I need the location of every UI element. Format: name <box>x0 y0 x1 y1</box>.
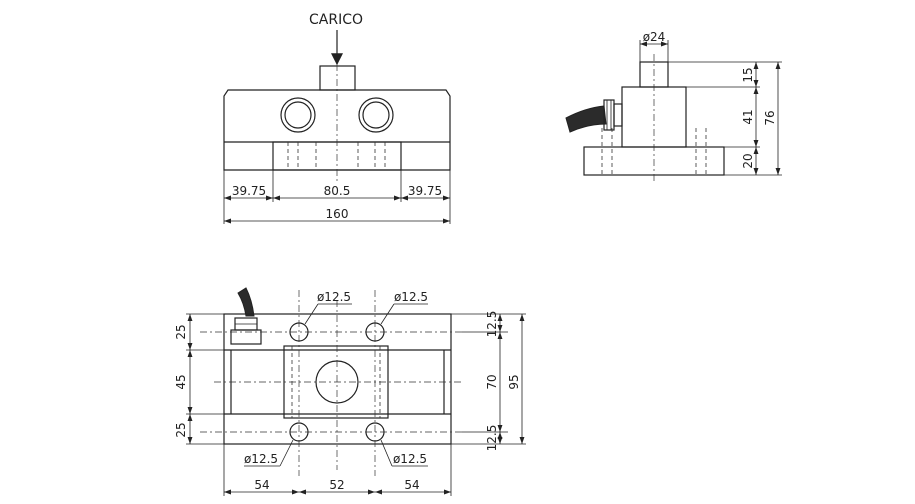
front-view: CARICO 39.75 80.5 39.75 160 <box>223 12 451 224</box>
dim-side-top: 15 <box>741 67 755 82</box>
dim-front-total: 160 <box>326 207 349 221</box>
dim-top-left-middle: 45 <box>174 374 188 389</box>
front-hole-left <box>280 97 316 133</box>
dim-top-left-bottom: 25 <box>174 422 188 437</box>
dim-side-diameter: ø24 <box>643 30 666 44</box>
label-hole-top-left: ø12.5 <box>317 290 351 304</box>
top-plate <box>223 313 452 445</box>
top-cable <box>237 287 255 317</box>
dim-side-middle: 41 <box>741 109 755 124</box>
dim-top-right-total: 95 <box>507 374 521 389</box>
dim-front-right: 39.75 <box>408 184 442 198</box>
load-label: CARICO <box>309 12 363 28</box>
dim-side-bottom: 20 <box>741 153 755 168</box>
dim-top-bottom-left: 54 <box>254 478 269 492</box>
label-hole-bottom-right: ø12.5 <box>393 452 427 466</box>
front-hole-right <box>358 97 394 133</box>
side-cable <box>565 105 607 133</box>
label-hole-top-right: ø12.5 <box>394 290 428 304</box>
top-view: ø12.5 ø12.5 ø12.5 ø12.5 25 45 25 12.5 70… <box>174 287 526 496</box>
side-view: ø24 15 41 20 76 <box>565 30 782 184</box>
dim-top-bottom-center: 52 <box>329 478 344 492</box>
label-hole-bottom-left: ø12.5 <box>244 452 278 466</box>
dim-top-right-bottom: 12.5 <box>485 425 499 452</box>
dim-top-bottom-right: 54 <box>404 478 419 492</box>
dim-top-left-top: 25 <box>174 324 188 339</box>
dim-side-total: 76 <box>763 110 777 125</box>
load-button-top <box>319 65 356 91</box>
dim-front-left: 39.75 <box>232 184 266 198</box>
dim-top-right-middle: 70 <box>485 374 499 389</box>
dim-front-center: 80.5 <box>324 184 351 198</box>
dim-top-right-top: 12.5 <box>485 311 499 338</box>
